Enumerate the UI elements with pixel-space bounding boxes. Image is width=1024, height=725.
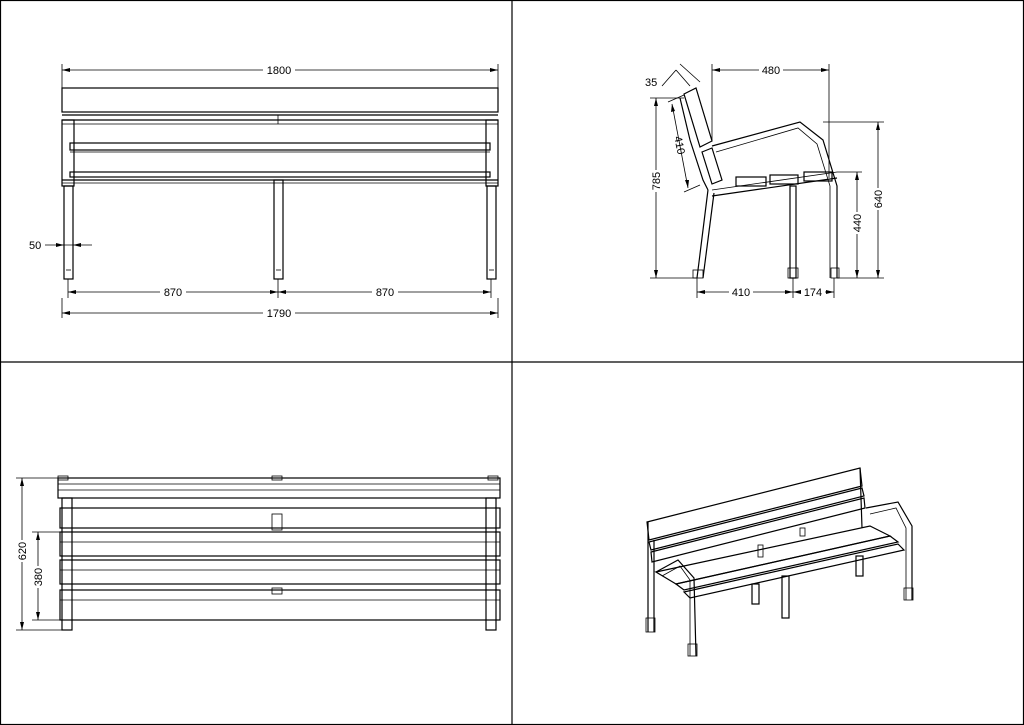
iso-seat-slat-2 xyxy=(674,535,900,591)
side-rear-leg xyxy=(789,185,797,279)
dim-span-right: 870 xyxy=(376,287,394,299)
side-backrest-slat-2 xyxy=(701,147,723,185)
iso-seat-slat-3 xyxy=(682,543,906,599)
dim-leg-offset: 50 xyxy=(29,240,41,252)
dim-base-rear: 174 xyxy=(804,287,822,299)
dim-overall-depth: 620 xyxy=(17,542,29,560)
side-armrest-frame xyxy=(711,121,838,278)
front-leg-left xyxy=(63,185,74,280)
top-seat-slat-4 xyxy=(59,589,501,621)
dim-leg-distance: 1790 xyxy=(267,308,291,320)
isometric-view xyxy=(645,467,914,657)
dim-overall-width: 1800 xyxy=(267,65,291,77)
front-view: 1800 50 870 870 1790 xyxy=(29,63,499,320)
front-backrest-top xyxy=(61,87,499,113)
side-front-leg xyxy=(696,189,709,279)
top-seat-slat-1 xyxy=(59,507,501,529)
iso-armrest-left xyxy=(655,559,697,657)
dim-backrest-height: 410 xyxy=(671,135,687,155)
side-seat-slat-2 xyxy=(769,174,799,185)
front-leg-center xyxy=(273,179,284,280)
dim-total-height: 785 xyxy=(651,172,663,190)
dim-span-left: 870 xyxy=(164,287,182,299)
iso-backrest-top xyxy=(646,467,863,541)
dim-seat-depth: 480 xyxy=(762,65,780,77)
front-slat-1 xyxy=(69,142,491,151)
dim-seat-depth-top: 380 xyxy=(33,568,45,586)
front-leg-right xyxy=(486,185,497,280)
top-seat-slat-2 xyxy=(59,531,501,557)
side-view: 35 480 410 785 640 xyxy=(645,63,885,299)
dim-base-front: 410 xyxy=(732,287,750,299)
top-view: 620 380 xyxy=(15,475,501,631)
iso-armrest-right xyxy=(865,501,913,600)
dim-armrest-height: 640 xyxy=(873,190,885,208)
dim-backrest-thickness: 35 xyxy=(645,77,657,89)
top-backrest xyxy=(57,477,501,499)
side-seat-slat-1 xyxy=(735,176,767,187)
front-slat-2 xyxy=(69,171,491,178)
top-seat-slat-3 xyxy=(59,559,501,585)
dim-seat-height: 440 xyxy=(852,214,864,232)
side-backrest-slat-1 xyxy=(683,87,713,148)
